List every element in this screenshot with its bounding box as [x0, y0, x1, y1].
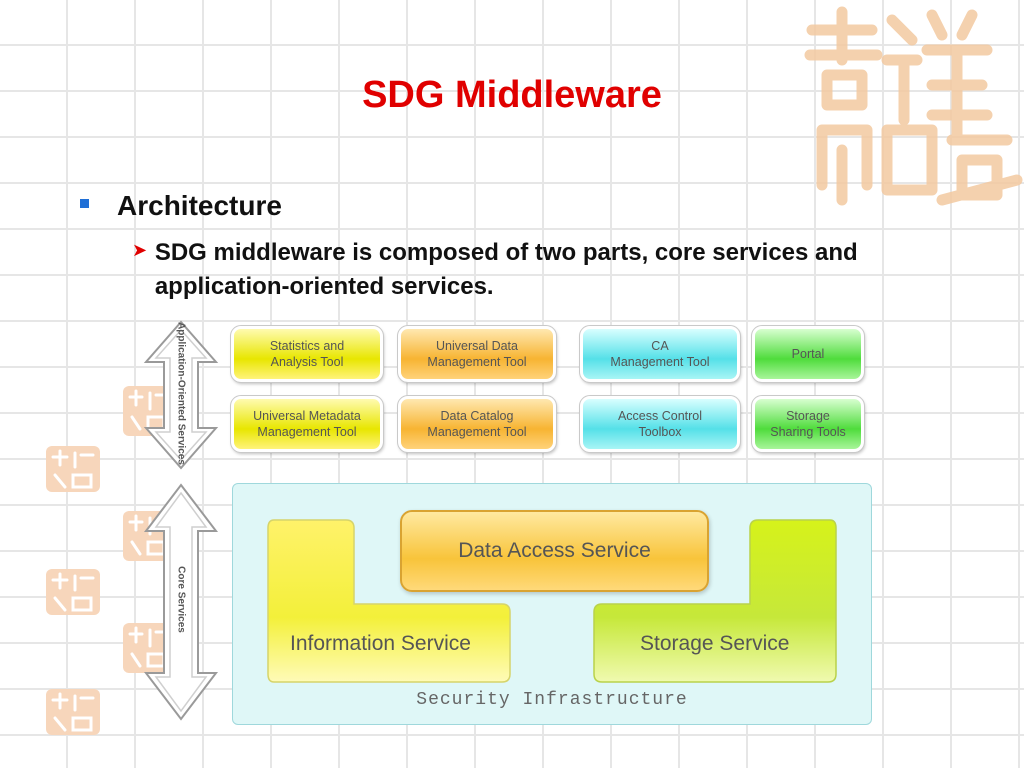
tool-label: CA Management Tool	[610, 339, 710, 369]
tool-label: Statistics and Analysis Tool	[269, 339, 345, 369]
seal-watermark-small	[46, 689, 100, 735]
arrow-bullet-icon: ➤	[132, 240, 148, 260]
tool-universal-metadata-management: Universal Metadata Management Tool	[230, 395, 384, 453]
tool-label: Universal Metadata Management Tool	[253, 409, 361, 439]
page-title: SDG Middleware	[362, 74, 662, 116]
seal-watermark-small	[123, 623, 171, 673]
tool-label: Storage Sharing Tools	[770, 409, 846, 439]
double-arrow-icon-core	[143, 483, 219, 721]
tool-statistics-analysis: Statistics and Analysis Tool	[230, 325, 384, 383]
seal-watermark-small	[46, 569, 100, 615]
bullet-architecture-text: Architecture	[117, 190, 282, 221]
tool-portal: Portal	[751, 325, 865, 383]
seal-watermark-small	[123, 386, 171, 436]
tool-label: Universal Data Management Tool	[427, 339, 527, 369]
core-services-label: Core Services	[175, 566, 187, 633]
double-arrow-icon-application	[143, 320, 219, 470]
tool-access-control: Access Control Toolbox	[579, 395, 741, 453]
square-bullet-icon	[80, 198, 89, 208]
information-service-label: Information Service	[290, 632, 471, 655]
application-services-label: Application-Oriented Services	[175, 322, 187, 465]
tool-data-catalog-management: Data Catalog Management Tool	[397, 395, 557, 453]
tool-label: Access Control Toolbox	[617, 409, 703, 439]
seal-watermark-small	[46, 446, 100, 492]
data-access-service: Data Access Service	[400, 510, 709, 592]
tool-label: Portal	[791, 347, 825, 361]
security-infrastructure-label: Security Infrastructure	[416, 690, 688, 710]
information-service-shape	[267, 519, 511, 683]
tool-label: Data Catalog Management Tool	[427, 409, 527, 439]
storage-service-label: Storage Service	[640, 632, 790, 655]
bullet-description-text: SDG middleware is composed of two parts,…	[154, 239, 858, 300]
storage-service-shape	[593, 519, 837, 683]
seal-watermark-large	[804, 6, 1023, 206]
tool-storage-sharing: Storage Sharing Tools	[751, 395, 865, 453]
tool-ca-management: CA Management Tool	[579, 325, 741, 383]
tool-universal-data-management: Universal Data Management Tool	[397, 325, 557, 383]
bullet-architecture: Architecture	[80, 190, 282, 222]
bullet-description: ➤ SDG middleware is composed of two part…	[132, 236, 952, 304]
